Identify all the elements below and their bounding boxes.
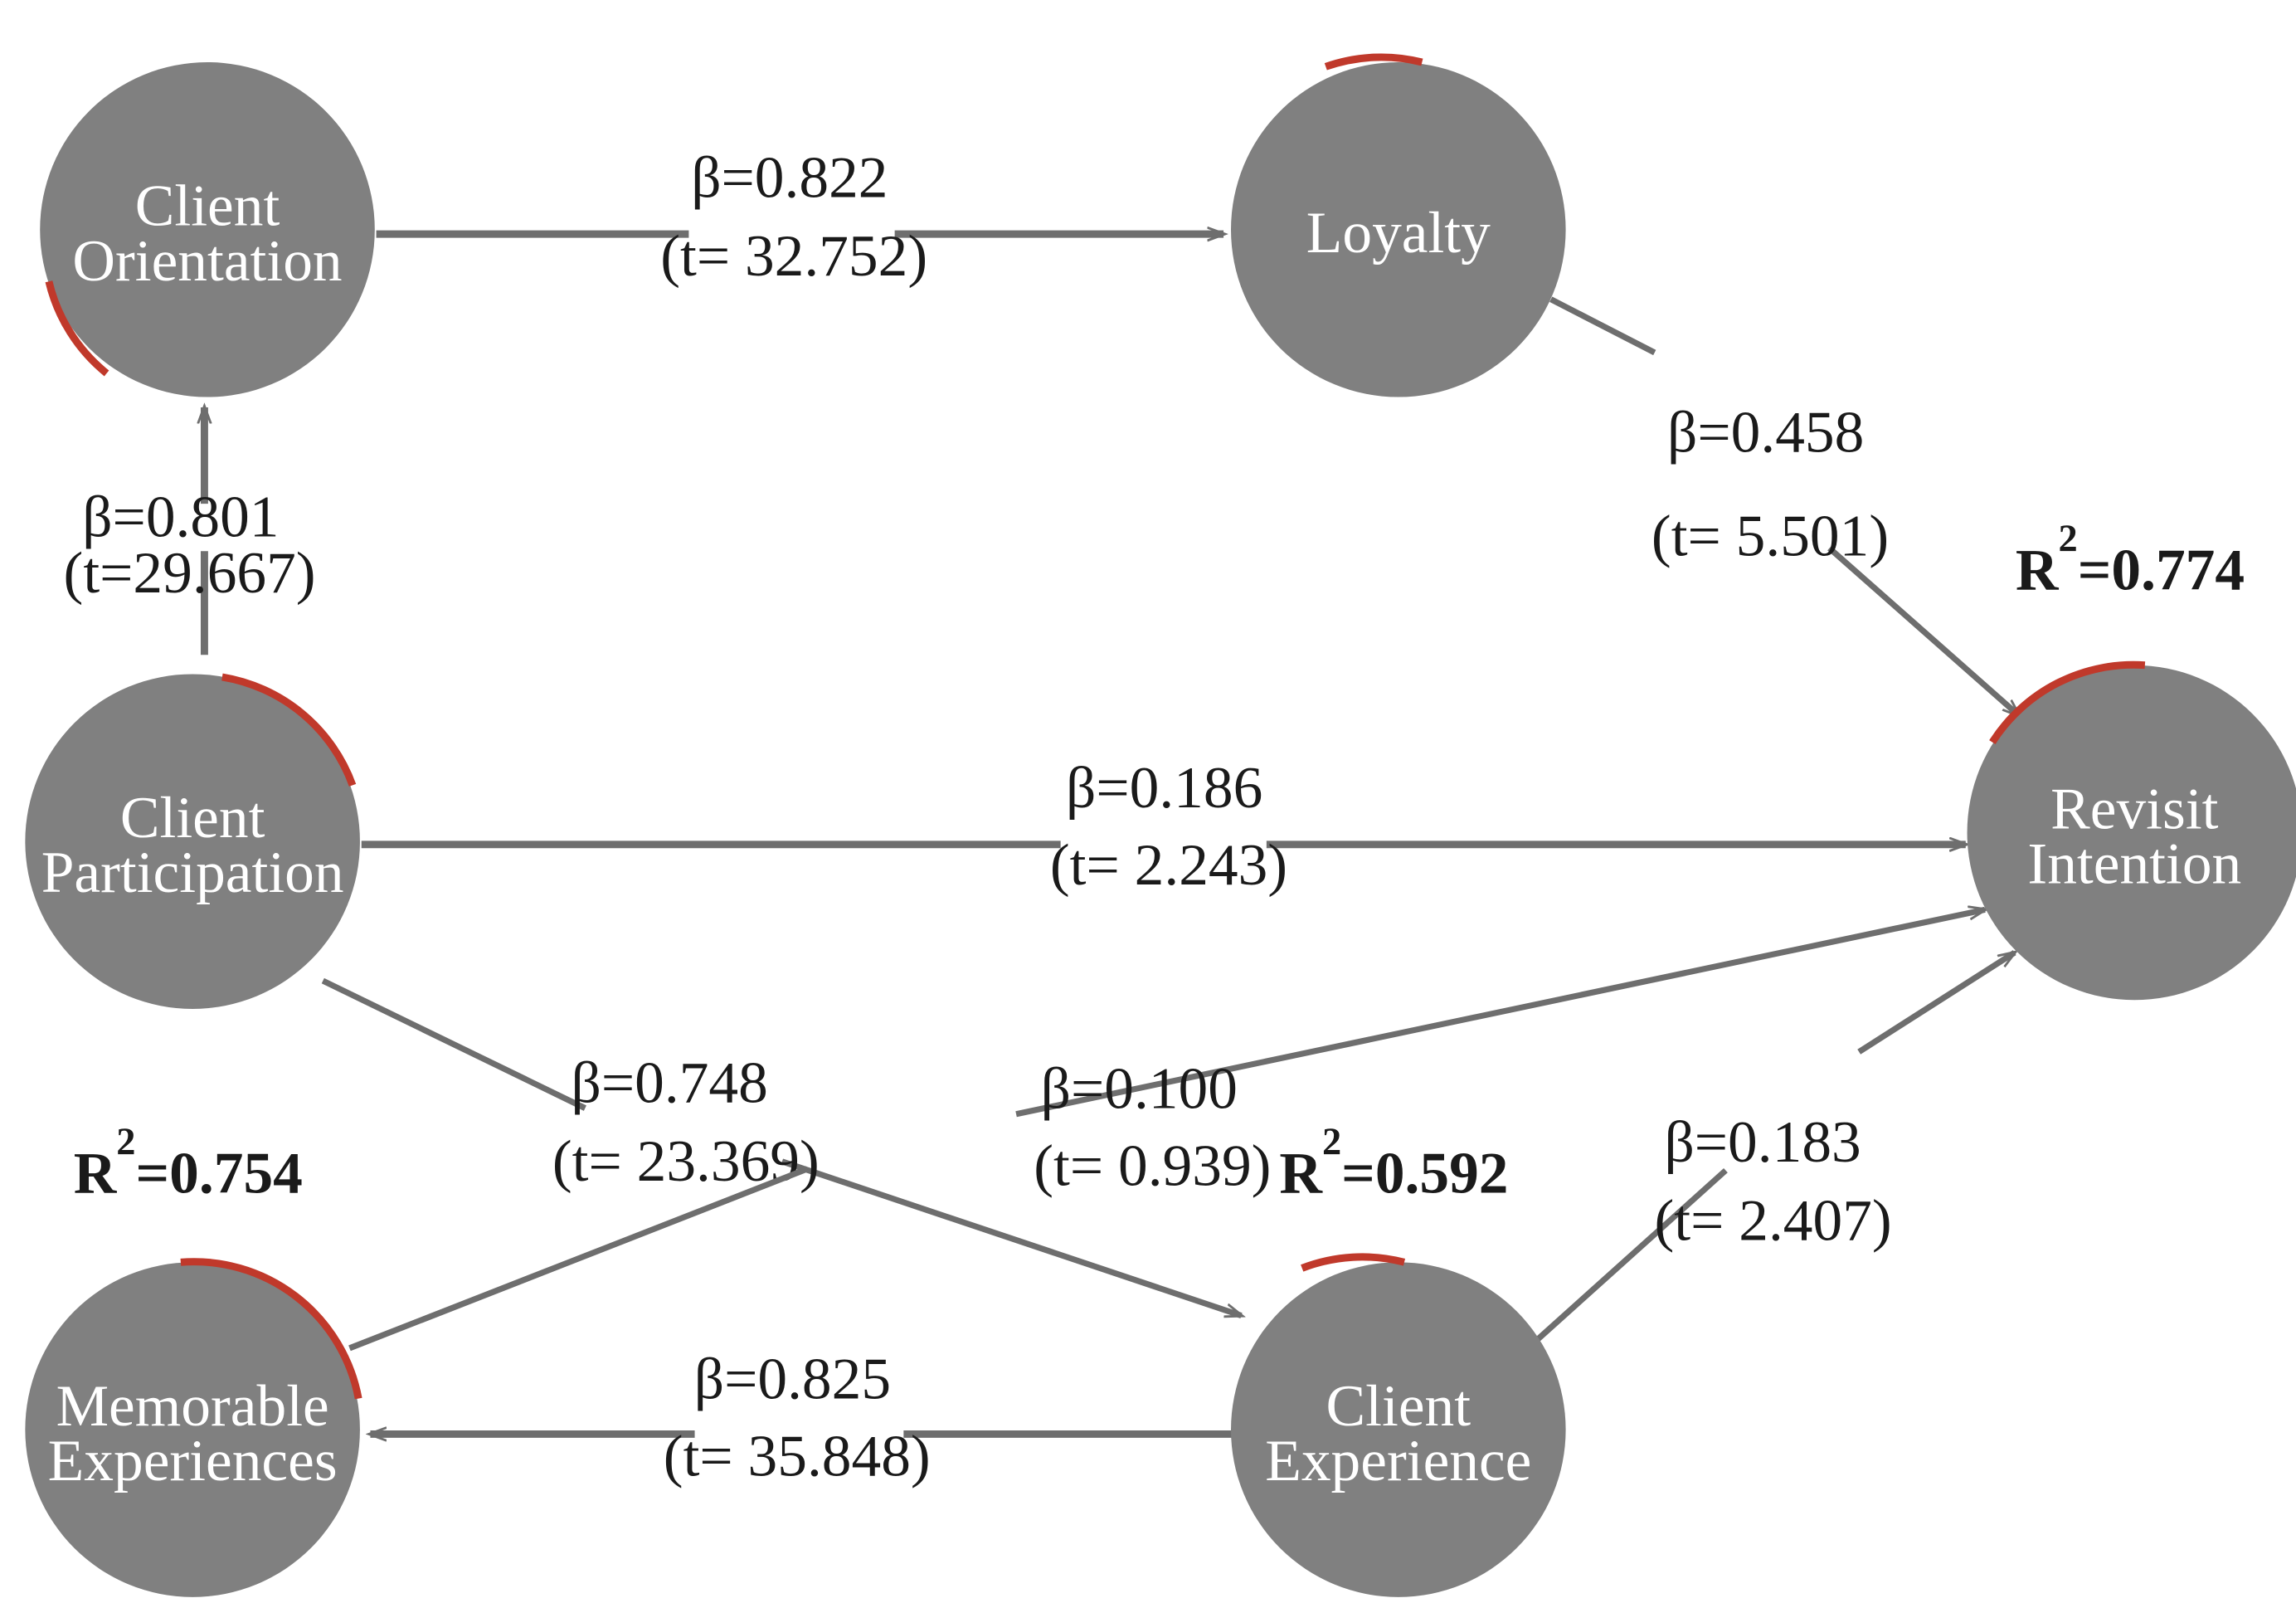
node-memorable-experiences[interactable]: R2=0.754 Memorable Experiences	[25, 1120, 362, 1597]
node-client-experience[interactable]: R2=0.592 Client Experience	[1231, 1120, 1566, 1597]
node-label-line1: Revisit	[2050, 776, 2219, 841]
node-accent-arc	[1989, 660, 2146, 744]
edge-experience-to-revisit: β=0.183 (t= 2.407)	[1534, 953, 2015, 1343]
edge-beta-label: β=0.458	[1667, 400, 1864, 465]
node-circle[interactable]	[1231, 1262, 1566, 1597]
edge-segment-arrow	[1857, 953, 2015, 1055]
edge-participation-to-experience: β=0.748 (t= 23.369)	[321, 977, 1242, 1318]
edge-orientation-to-loyalty: β=0.822 (t= 32.752)	[376, 144, 1223, 289]
edge-participation-to-orientation: β=0.801 (t=29.667)	[64, 407, 316, 655]
node-r2-label: R2=0.592	[1279, 1120, 1508, 1206]
edge-memorable-to-revisit: β=0.100 (t= 0.939)	[348, 909, 1985, 1352]
node-r2-label: R2=0.754	[74, 1120, 303, 1206]
node-revisit-intention[interactable]: R2=0.774 Revisit Intention	[1967, 518, 2296, 1001]
edge-segment	[321, 977, 586, 1111]
node-circle[interactable]	[1231, 61, 1566, 397]
edge-beta-label: β=0.822	[691, 144, 888, 210]
edge-loyalty-to-revisit: β=0.458 (t= 5.501)	[1549, 296, 2019, 716]
edge-segment	[348, 1166, 809, 1352]
node-label-line2: Experiences	[48, 1428, 338, 1493]
edge-beta-label: β=0.748	[572, 1050, 768, 1115]
edge-segment-arrow	[1827, 545, 2019, 716]
node-accent-arc	[1324, 53, 1423, 71]
node-client-participation[interactable]: Client Participation	[25, 673, 360, 1009]
edge-beta-label: β=0.183	[1664, 1109, 1861, 1175]
node-label-line1: Client	[120, 785, 265, 850]
node-circle[interactable]	[40, 61, 375, 397]
node-accent-arc	[221, 673, 357, 787]
node-accent-arc	[1301, 1253, 1406, 1272]
edge-t-label: (t= 2.407)	[1655, 1188, 1892, 1254]
edge-participation-to-revisit: β=0.186 (t= 2.243)	[361, 755, 1966, 898]
edge-segment	[1549, 296, 1656, 356]
edge-t-label: (t= 35.848)	[664, 1423, 931, 1488]
node-circle[interactable]	[1967, 665, 2296, 1001]
node-label-line1: Memorable	[56, 1373, 329, 1439]
node-circle[interactable]	[25, 1262, 360, 1597]
edge-t-label: (t= 0.939)	[1034, 1133, 1271, 1198]
edge-t-label: (t= 2.243)	[1050, 832, 1287, 898]
node-label-line2: Participation	[41, 840, 344, 905]
edge-segment-arrow	[781, 1158, 1242, 1318]
node-label-line1: Loyalty	[1306, 200, 1491, 266]
node-label-line2: Orientation	[72, 228, 342, 294]
edge-experience-to-memorable: β=0.825 (t= 35.848)	[370, 1347, 1234, 1488]
edge-t-label: (t= 23.369)	[552, 1128, 820, 1194]
edge-t-label: (t= 5.501)	[1651, 504, 1889, 569]
edge-t-label: (t=29.667)	[64, 540, 316, 606]
node-label-line1: Client	[135, 173, 280, 239]
node-label-line1: Client	[1326, 1373, 1471, 1439]
edge-segment	[1534, 1167, 1728, 1343]
node-accent-arc	[180, 1258, 362, 1400]
node-client-orientation[interactable]: R2=0.691 Client Orientation	[40, 0, 375, 397]
node-r2-label: R2=0.774	[2016, 518, 2245, 603]
edge-beta-label: β=0.100	[1041, 1056, 1238, 1122]
node-label-line2: Experience	[1265, 1428, 1531, 1493]
edge-beta-label: β=0.825	[694, 1347, 891, 1412]
edge-segment-arrow	[1015, 909, 1985, 1118]
node-accent-arc	[45, 280, 109, 377]
node-circle[interactable]	[25, 674, 360, 1009]
edge-beta-label: β=0.186	[1066, 755, 1262, 821]
edge-beta-label: β=0.801	[82, 484, 279, 549]
edge-t-label: (t= 32.752)	[660, 223, 927, 289]
node-loyalty[interactable]: R2=0.714 Loyalty	[1231, 0, 1566, 397]
node-label-line2: Intention	[2027, 831, 2241, 897]
